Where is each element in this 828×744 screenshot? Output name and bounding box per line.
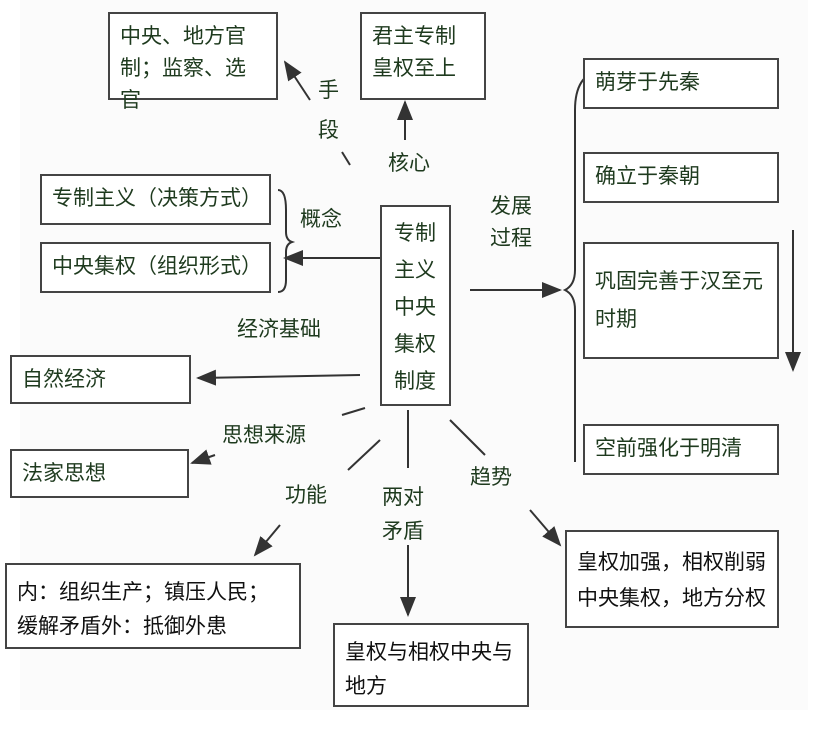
contradictions-label: 两对矛盾 xyxy=(382,485,424,543)
dev-box-2: 确立于秦朝 xyxy=(583,152,779,203)
thought-box: 法家思想 xyxy=(10,449,189,498)
concept-box-1: 专制主义（决策方式） xyxy=(40,174,271,225)
dev-box-1: 萌芽于先秦 xyxy=(583,58,779,109)
function-box: 内：组织生产；镇压人民；缓解矛盾外：抵御外患 xyxy=(5,563,301,649)
thought-label: 思想来源 xyxy=(222,423,306,447)
trend-label: 趋势 xyxy=(470,465,512,489)
economy-box: 自然经济 xyxy=(10,355,191,404)
means-label: 手段 xyxy=(318,78,339,142)
concept-label: 概念 xyxy=(300,207,342,231)
center-box: 专制主义中央集权制度 xyxy=(380,205,451,406)
contradictions-box: 皇权与相权中央与地方 xyxy=(333,623,529,707)
means-box: 中央、地方官制；监察、选官 xyxy=(108,12,278,112)
dev-box-3: 巩固完善于汉至元时期 xyxy=(583,242,779,359)
dev-box-4: 空前强化于明清 xyxy=(583,424,779,475)
economy-label: 经济基础 xyxy=(237,317,321,341)
trend-box: 皇权加强，相权削弱中央集权，地方分权 xyxy=(565,530,779,628)
core-box: 君主专制皇权至上 xyxy=(360,12,486,100)
function-label: 功能 xyxy=(285,483,327,507)
concept-box-2: 中央集权（组织形式） xyxy=(40,242,271,293)
core-label: 核心 xyxy=(388,151,430,175)
development-label: 发展过程 xyxy=(490,194,532,250)
